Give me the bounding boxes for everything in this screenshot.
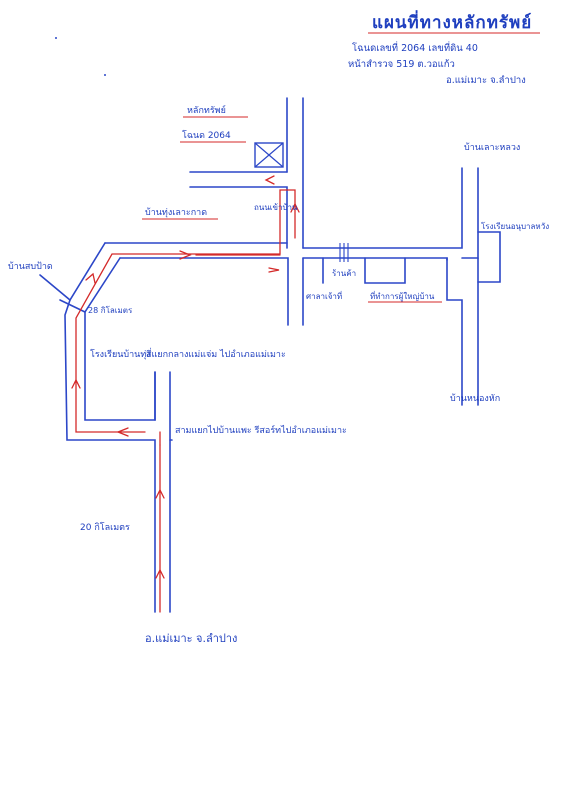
- road-north-label: บ้านทุ่งเลาะกาด: [145, 207, 207, 218]
- route-path: [71, 175, 300, 613]
- temple-label: ศาลาเจ้าที่: [306, 290, 342, 301]
- property-parcel: [254, 142, 284, 168]
- road-into-label: ถนนเข้าบ้าน: [254, 203, 298, 212]
- school-label: โรงเรียนบ้านทุ่ง: [90, 349, 151, 360]
- store-label: ร้านค้า: [332, 269, 356, 278]
- bottom-destination-label: อ.แม่เมาะ จ.ลำปาง: [145, 632, 237, 645]
- west-road-west-edge: [64, 299, 156, 613]
- header-line-2: หน้าสำรวจ 519 ต.วอแก้ว: [348, 59, 455, 70]
- header-line-3: อ.แม่เมาะ จ.ลำปาง: [446, 75, 526, 86]
- intersection-label: สามแยกไปบ้านแพะ รีสอร์ทไปอำเภอแม่เมาะ: [175, 424, 347, 436]
- property-deed: โฉนด 2064: [182, 130, 231, 141]
- property-name: หลักทรัพย์: [187, 104, 226, 116]
- route-arrow-2: [155, 568, 165, 579]
- west-branch-south: [59, 299, 86, 313]
- header-line-1: โฉนดเลขที่ 2064 เลขที่ดิน 40: [352, 41, 478, 54]
- dist-20-label: 20 กิโลเมตร: [80, 522, 130, 533]
- right-road-east-edge: [461, 167, 479, 259]
- junction-label: สี่แยกกลางแม่แจ่ม ไปอำเภอแม่เมาะ: [146, 347, 286, 360]
- roads: [39, 97, 501, 613]
- route-arrow-1: [155, 488, 165, 499]
- ink-dot: [55, 37, 57, 39]
- route-arrow-5: [268, 267, 280, 273]
- map-title: แผนที่ทางหลักทรัพย์: [372, 10, 532, 33]
- right-building: [477, 231, 501, 283]
- route-arrow-8: [85, 272, 96, 284]
- main-road-north-edge-east: [302, 167, 463, 249]
- dist-28-label: 28 กิโลเมตร: [88, 305, 133, 315]
- main-road-south-edge-west: [119, 257, 289, 326]
- village-office-label: ที่ทำการผู้ใหญ่บ้าน: [370, 290, 435, 302]
- left-place-label: บ้านสบป้าด: [8, 261, 53, 272]
- right-road-west-edge-south: [446, 257, 463, 406]
- route-arrow-3: [71, 378, 81, 389]
- route-arrow-6: [290, 202, 300, 213]
- building-divider-2: [364, 257, 406, 284]
- route-to-property: [279, 189, 296, 255]
- route-arrow-9: [264, 175, 275, 185]
- route-arrow-4: [179, 250, 192, 260]
- ink-dot: [104, 74, 106, 76]
- road-parcel-bottom: [189, 186, 288, 249]
- right-bottom-place-label: บ้านหนองหัก: [450, 393, 500, 404]
- right-building-label: โรงเรียนอนุบาลหวัง: [481, 221, 549, 231]
- right-top-place-label: บ้านเลาะหลวง: [464, 142, 520, 153]
- main-road-south-edge-mid: [302, 257, 448, 261]
- route-west-segment: [75, 253, 281, 433]
- route-arrow-7: [116, 427, 129, 437]
